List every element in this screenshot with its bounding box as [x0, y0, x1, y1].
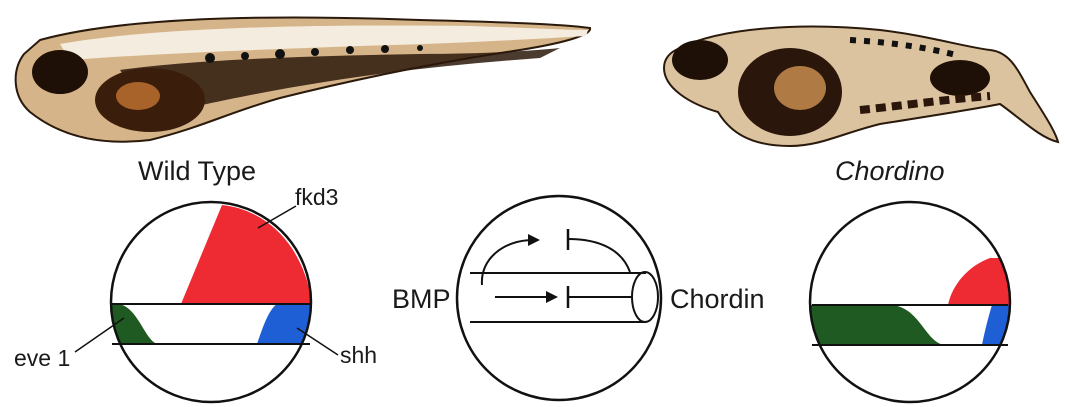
bmp-curved-arrow [482, 240, 533, 285]
wild-type-caption: Wild Type [138, 156, 256, 186]
bmp-label: BMP [392, 284, 451, 314]
wild-type-embryo-image [16, 17, 590, 141]
chordin-source-ellipse [632, 272, 658, 322]
fkd3-label: fkd3 [295, 184, 338, 210]
wild-type-schematic [75, 202, 338, 402]
eve1-domain [100, 304, 158, 344]
chordino-caption: Chordino [835, 156, 945, 186]
chordino-schematic [805, 202, 1015, 402]
eve1-label: eve 1 [14, 345, 70, 371]
bmp-chordin-model [457, 196, 661, 400]
bmp-arrowhead [546, 291, 558, 303]
chordino-embryo-image [664, 27, 1058, 146]
chordin-label: Chordin [670, 284, 765, 314]
bmp-curved-arrowhead [528, 234, 540, 246]
chordino-fkd3-domain [948, 258, 1015, 305]
shh-label: shh [340, 342, 377, 368]
fkd3-domain [181, 205, 312, 304]
chordin-curved-line [568, 239, 630, 272]
chordino-eve1-domain [805, 305, 945, 345]
